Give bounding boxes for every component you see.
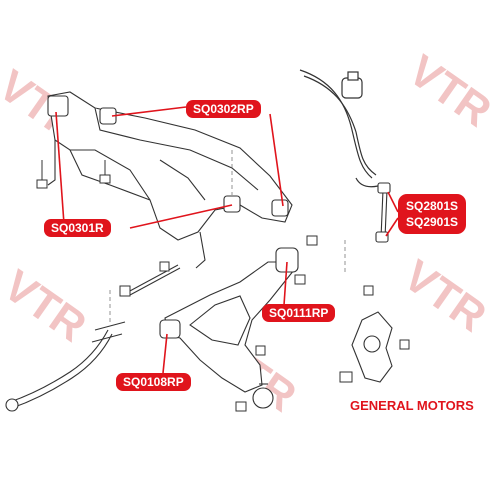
brand-name: GENERAL MOTORS bbox=[350, 398, 474, 413]
assembly-guides bbox=[109, 150, 346, 325]
stabilizer-link bbox=[375, 182, 391, 243]
long-bolt bbox=[119, 261, 181, 297]
small-bolts bbox=[36, 160, 410, 412]
subframe bbox=[47, 91, 293, 269]
part-label-sq0111rp[interactable]: SQ0111RP bbox=[262, 304, 336, 322]
part-label-sq2801s: SQ2801S bbox=[406, 199, 459, 213]
part-label-sq0302rp[interactable]: SQ0302RP bbox=[186, 100, 261, 118]
part-label-sq0301r[interactable]: SQ0301R bbox=[44, 219, 111, 237]
part-label-sq2901s: SQ2901S bbox=[406, 215, 459, 229]
leader-lines bbox=[55, 106, 399, 374]
control-arm bbox=[159, 247, 299, 409]
lower-stabilizer-bar bbox=[5, 321, 126, 412]
watermark-text: VTR bbox=[395, 251, 495, 342]
part-label-sq2801s-sq2901s[interactable]: SQ2801S SQ2901S bbox=[398, 194, 467, 234]
watermark-text: VTR bbox=[400, 46, 500, 137]
steering-knuckle bbox=[351, 311, 393, 383]
part-label-sq0108rp[interactable]: SQ0108RP bbox=[116, 373, 191, 391]
watermark-text: VTR bbox=[0, 261, 95, 352]
stabilizer-bar bbox=[299, 69, 379, 188]
